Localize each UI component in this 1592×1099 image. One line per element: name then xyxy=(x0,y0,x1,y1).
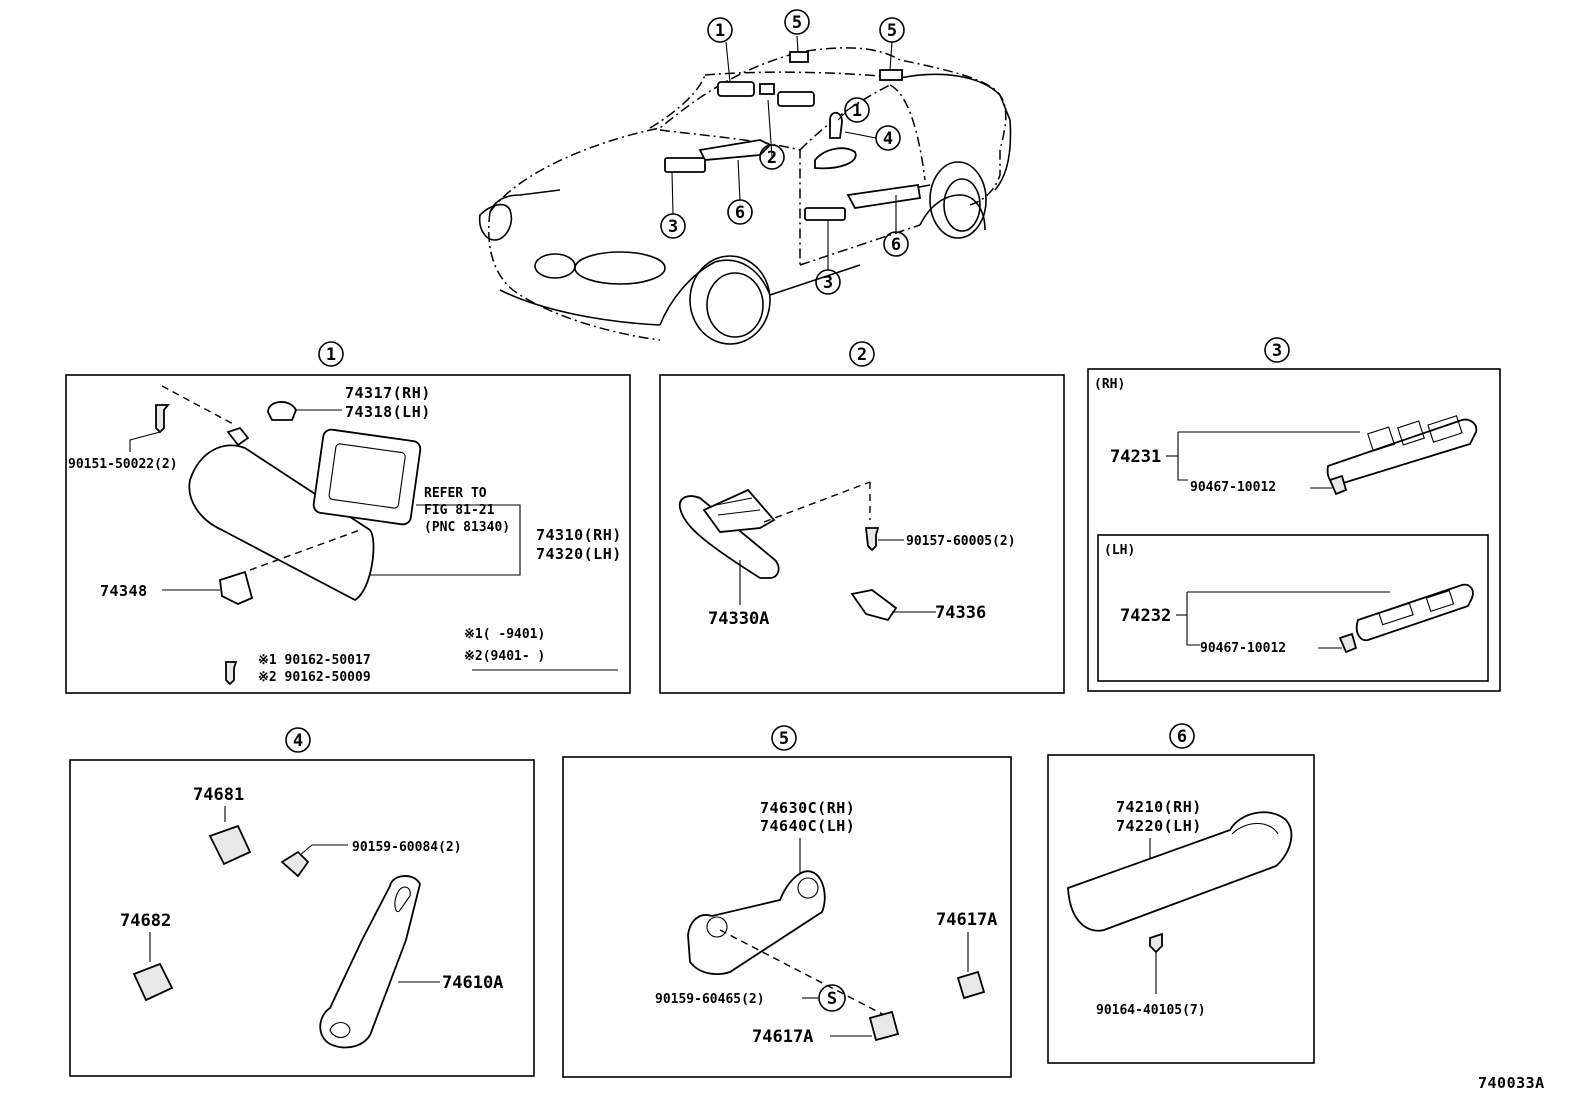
svg-text:1: 1 xyxy=(715,21,725,41)
label-pnc-81340: (PNC 81340) xyxy=(424,520,510,535)
panel-6-grip: 6 74210(RH) 74220(LH) 90164-40105(7) xyxy=(1047,723,1315,1064)
svg-text:1: 1 xyxy=(852,101,862,121)
svg-text:3: 3 xyxy=(668,217,678,237)
overview-callout-6b: 6 xyxy=(883,231,909,257)
label-74320-lh: 74320(LH) xyxy=(536,545,622,563)
svg-text:5: 5 xyxy=(887,21,897,41)
label-74348: 74348 xyxy=(100,582,148,600)
panel-4-number: 4 xyxy=(293,731,303,751)
svg-text:2: 2 xyxy=(767,148,777,168)
label-74630c-rh: 74630C(RH) xyxy=(760,799,855,817)
overview-callout-1a: 1 xyxy=(707,17,733,43)
panel-5-bracket: 5 74630C(RH) 74640C(LH) 74617A S 90159-6… xyxy=(562,725,1012,1078)
label-90164-40105: 90164-40105(7) xyxy=(1096,1003,1206,1018)
label-74310-rh: 74310(RH) xyxy=(536,526,622,544)
panel-1-sun-visor: 1 90151-50022(2) 74317(RH) 74318(LH) REF… xyxy=(65,341,631,694)
overview-callout-5b: 5 xyxy=(879,17,905,43)
label-74210-rh: 74210(RH) xyxy=(1116,798,1202,816)
label-90162-50009: ※2 90162-50009 xyxy=(258,670,371,685)
overview-callout-6a: 6 xyxy=(727,199,753,225)
s-callout: S xyxy=(827,989,837,1009)
label-74317-rh: 74317(RH) xyxy=(345,384,431,402)
label-74220-lh: 74220(LH) xyxy=(1116,817,1202,835)
label-90162-50017: ※1 90162-50017 xyxy=(258,653,371,668)
overview-callout-3a: 3 xyxy=(660,213,686,239)
label-90157-60005: 90157-60005(2) xyxy=(906,534,1016,549)
svg-text:5: 5 xyxy=(792,13,802,33)
legend-note-1: ※1( -9401) xyxy=(464,627,545,642)
label-90159-60465: 90159-60465(2) xyxy=(655,992,765,1007)
panel-2-inner-mirror: 2 74330A 90157-60005(2) 74336 xyxy=(659,341,1065,694)
panel-6-number: 6 xyxy=(1177,727,1187,747)
label-74682: 74682 xyxy=(120,911,171,931)
svg-text:6: 6 xyxy=(735,203,745,223)
legend-note-2: ※2(9401- ) xyxy=(464,649,545,664)
label-refer-to: REFER TO xyxy=(424,486,487,501)
label-74681: 74681 xyxy=(193,785,244,805)
label-74231: 74231 xyxy=(1110,447,1161,467)
panel-3-number: 3 xyxy=(1272,341,1282,361)
panel-5-number: 5 xyxy=(779,729,789,749)
label-74610a: 74610A xyxy=(442,973,503,993)
label-74318-lh: 74318(LH) xyxy=(345,403,431,421)
svg-text:6: 6 xyxy=(891,235,901,255)
label-90159-60084: 90159-60084(2) xyxy=(352,840,462,855)
overview-callout-1b: 1 xyxy=(844,97,870,123)
label-74617a-bottom: 74617A xyxy=(752,1027,813,1047)
overview-callout-2: 2 xyxy=(759,144,785,170)
overview-callout-5a: 5 xyxy=(784,9,810,35)
panel-2-number: 2 xyxy=(857,345,867,365)
car-overview xyxy=(478,35,1012,345)
svg-text:3: 3 xyxy=(823,273,833,293)
panel-4-assist-grip: 4 74681 90159-60084(2) 74682 74610A xyxy=(69,727,535,1077)
label-74330a: 74330A xyxy=(708,609,769,629)
label-74336: 74336 xyxy=(935,603,986,623)
label-74640c-lh: 74640C(LH) xyxy=(760,817,855,835)
label-lh: (LH) xyxy=(1104,543,1135,558)
label-90467-10012-lh: 90467-10012 xyxy=(1200,641,1286,656)
panel-3-switch-base: 3 (RH) 74231 90467-10012 (LH) 74232 9046… xyxy=(1087,337,1501,692)
overview-callout-3b: 3 xyxy=(815,269,841,295)
figure-code: 740033A xyxy=(1478,1074,1545,1092)
label-rh: (RH) xyxy=(1094,377,1125,392)
label-fig-81-21: FIG 81-21 xyxy=(424,503,495,518)
svg-text:4: 4 xyxy=(883,129,893,149)
label-90151-50022: 90151-50022(2) xyxy=(68,457,178,472)
label-90467-10012-rh: 90467-10012 xyxy=(1190,480,1276,495)
panel-1-number: 1 xyxy=(326,345,336,365)
label-74232: 74232 xyxy=(1120,606,1171,626)
label-74617a-top: 74617A xyxy=(936,910,997,930)
overview-callout-4: 4 xyxy=(875,125,901,151)
